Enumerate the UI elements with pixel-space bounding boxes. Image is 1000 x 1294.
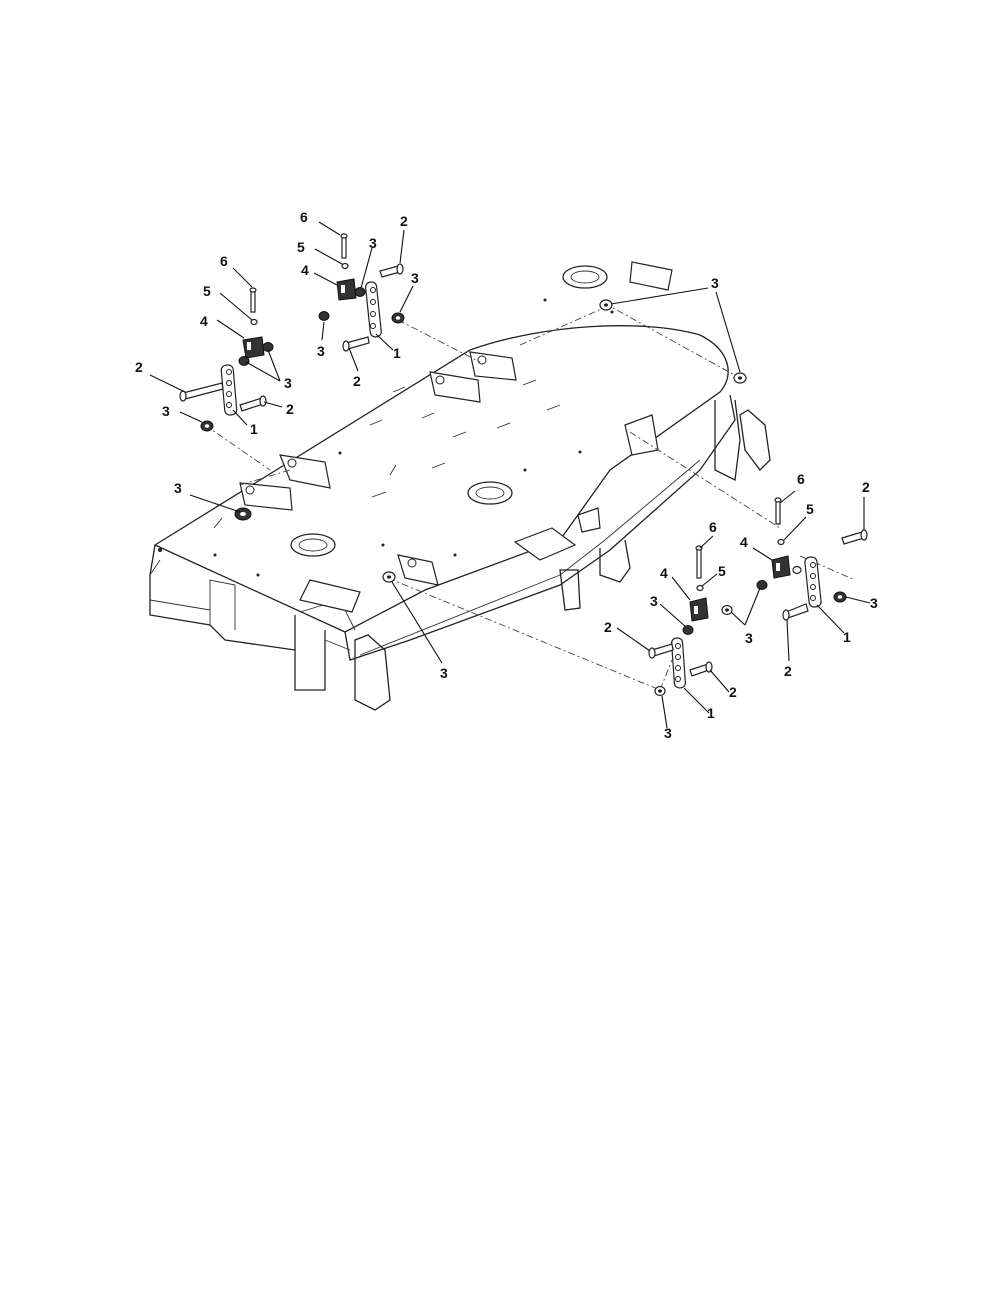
- callout-2: 2: [400, 213, 408, 229]
- hanger-assembly-left: [179, 287, 274, 521]
- nut-left-lower: [200, 420, 214, 432]
- nut-rear-right-a: [599, 299, 613, 311]
- callout-3: 3: [711, 275, 719, 291]
- callout-3: 3: [284, 375, 292, 391]
- nut-right-b: [721, 604, 733, 616]
- nut-top-c: [318, 311, 330, 321]
- spindle-opening-center: [467, 481, 513, 505]
- callout-4: 4: [200, 313, 208, 329]
- leader-lines: [149, 221, 871, 729]
- callout-2: 2: [784, 663, 792, 679]
- pin-top: [340, 233, 348, 259]
- washer-front-center: [696, 584, 704, 592]
- bolt-top-upper: [379, 263, 404, 278]
- nut-left-upper-a: [238, 356, 250, 366]
- callout-3: 3: [870, 595, 878, 611]
- mower-deck: [149, 261, 771, 711]
- callout-6: 6: [797, 471, 805, 487]
- bolt-front-center-lower: [689, 661, 713, 677]
- nut-right-d: [792, 565, 802, 575]
- nut-front-center-a: [682, 625, 694, 635]
- callout-6: 6: [709, 519, 717, 535]
- callout-labels: 6 5 4 2 3 3 2 1 3 6 2 5 3 4 3 3 1 2 3 3 …: [135, 209, 878, 741]
- callout-2: 2: [353, 373, 361, 389]
- callout-2: 2: [135, 359, 143, 375]
- decal-center: [513, 527, 577, 561]
- hanger-link-front-center: [671, 637, 686, 689]
- clevis-left: [242, 336, 265, 359]
- washer-top: [341, 262, 349, 270]
- clevis-right: [771, 555, 791, 579]
- callout-3: 3: [162, 403, 170, 419]
- clevis-front-center: [689, 597, 709, 622]
- hanger-link-left: [220, 364, 238, 416]
- deck-bracket-center-small: [577, 507, 601, 533]
- callout-5: 5: [806, 501, 814, 517]
- nut-front-center: [382, 571, 396, 583]
- washer-left: [250, 318, 258, 326]
- callout-3: 3: [174, 480, 182, 496]
- callout-1: 1: [843, 629, 851, 645]
- nut-right-c: [833, 591, 847, 603]
- callout-6: 6: [220, 253, 228, 269]
- decal-rear: [629, 261, 673, 291]
- bolt-left-long: [179, 382, 224, 402]
- callout-3: 3: [369, 235, 377, 251]
- callout-3: 3: [411, 270, 419, 286]
- bolt-top-lower: [342, 336, 370, 352]
- nut-right-a: [756, 580, 768, 590]
- nut-top-a: [354, 287, 366, 297]
- callout-1: 1: [250, 421, 258, 437]
- callout-5: 5: [297, 239, 305, 255]
- washer-right: [777, 538, 785, 546]
- hanger-link-top: [364, 281, 382, 338]
- nut-rear-right-b: [733, 372, 747, 384]
- decal-front: [299, 579, 361, 613]
- spindle-opening-left: [290, 533, 336, 557]
- deck-bracket-rear-right: [469, 351, 517, 381]
- callout-6: 6: [300, 209, 308, 225]
- bolt-right-lower: [782, 603, 809, 621]
- callout-2: 2: [862, 479, 870, 495]
- deck-bracket-front-center: [397, 554, 439, 586]
- hanger-assembly-top: [318, 233, 405, 352]
- deck-fastener-details: [158, 298, 614, 577]
- nut-left-deck: [234, 507, 252, 521]
- callout-5: 5: [203, 283, 211, 299]
- callout-4: 4: [301, 262, 309, 278]
- callout-3: 3: [440, 665, 448, 681]
- deck-bracket-rear-left: [279, 454, 331, 489]
- hanger-assembly-front-center: [648, 545, 713, 697]
- callout-2: 2: [729, 684, 737, 700]
- bolt-left-short: [239, 395, 267, 412]
- callout-3: 3: [664, 725, 672, 741]
- spindle-opening-right: [562, 265, 608, 289]
- nut-front-center-b: [654, 685, 666, 697]
- pin-front-center: [695, 545, 703, 579]
- callout-5: 5: [718, 563, 726, 579]
- callout-2: 2: [604, 619, 612, 635]
- deck-bracket-front-left: [239, 482, 293, 511]
- deck-bracket-side-right: [624, 414, 659, 456]
- nut-top-b: [391, 312, 405, 324]
- callout-2: 2: [286, 401, 294, 417]
- callout-3: 3: [745, 630, 753, 646]
- pin-left: [249, 287, 257, 313]
- callout-1: 1: [393, 345, 401, 361]
- clevis-top: [336, 278, 357, 301]
- hanger-link-right: [804, 556, 822, 608]
- pin-right: [774, 497, 782, 525]
- callout-3: 3: [650, 593, 658, 609]
- deck-bracket-rear-center: [429, 371, 481, 403]
- assembly-centerlines: [204, 302, 856, 691]
- bolt-right-upper: [841, 529, 868, 545]
- callout-1: 1: [707, 705, 715, 721]
- callout-4: 4: [740, 534, 748, 550]
- hanger-assembly-right: [721, 497, 868, 621]
- callout-4: 4: [660, 565, 668, 581]
- callout-3: 3: [317, 343, 325, 359]
- bolt-front-center-upper: [648, 643, 674, 659]
